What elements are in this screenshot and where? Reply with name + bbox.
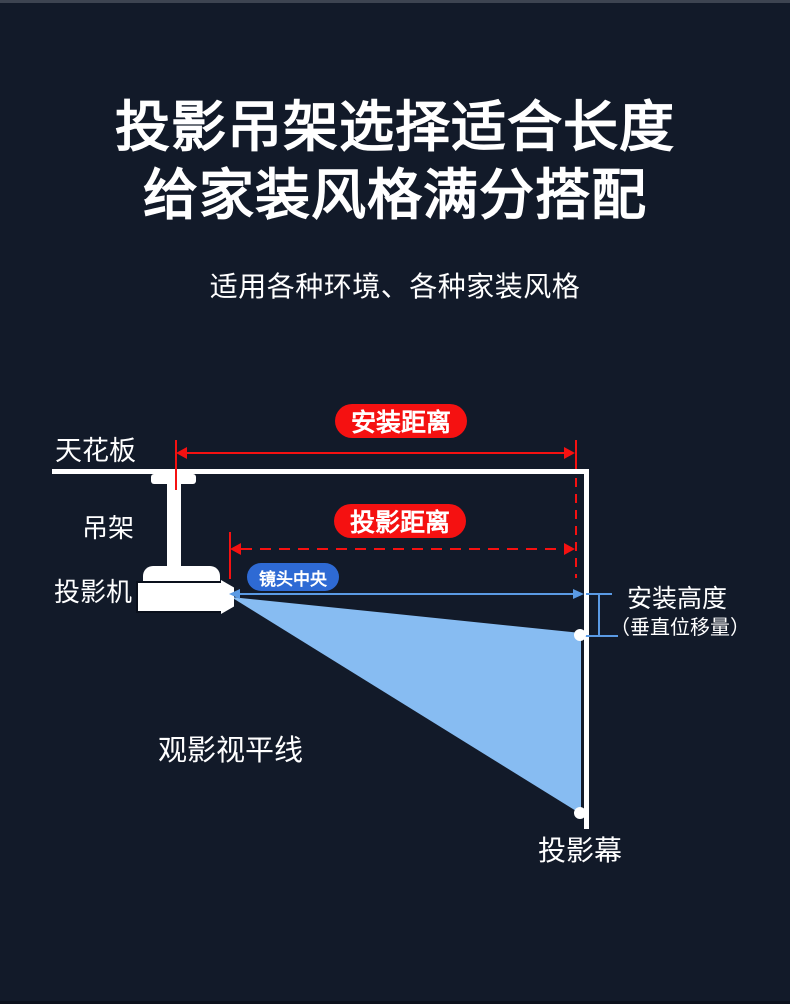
install-height-label: 安装高度 — [627, 585, 728, 613]
measure-tick-left — [175, 440, 177, 490]
projector-label: 投影机 — [54, 577, 133, 607]
screen-reference-dashed-line — [575, 478, 577, 578]
bracket-label: 吊架 — [82, 513, 135, 543]
projection-beam — [231, 597, 581, 814]
projection-distance-dashed-line — [241, 548, 564, 550]
bottom-edge-strip — [0, 1001, 790, 1004]
projection-screen-label: 投影幕 — [538, 835, 623, 866]
install-distance-line — [186, 452, 564, 454]
eye-level-label: 观影视平线 — [158, 735, 304, 767]
bracket-cap-bottom — [585, 635, 618, 637]
page-title-line-1: 投影吊架选择适合长度 — [114, 96, 675, 158]
install-distance-badge: 安装距离 — [335, 404, 468, 438]
vertical-offset-label: （垂直位移量） — [610, 617, 750, 639]
lens-reference-tick — [229, 532, 231, 579]
arrowhead-right-icon — [564, 447, 575, 459]
measure-tick-right — [575, 440, 577, 469]
screen-top-dot — [574, 629, 586, 641]
arrowhead-left-icon — [176, 447, 187, 459]
screen-bottom-dot — [574, 807, 586, 819]
arrowhead-right-icon — [564, 543, 575, 555]
projector-lens — [221, 580, 234, 614]
page-subtitle: 适用各种环境、各种家装风格 — [209, 271, 581, 302]
page-title-line-2: 给家装风格满分搭配 — [142, 164, 647, 226]
lens-center-line — [239, 593, 574, 595]
arrowhead-left-icon — [229, 589, 240, 599]
hanging-bracket-pole — [167, 483, 181, 568]
top-edge-strip — [0, 0, 790, 3]
arrowhead-right-icon — [573, 589, 584, 599]
ceiling-mount-plate — [151, 474, 196, 484]
lens-center-badge: 镜头中央 — [247, 563, 339, 591]
bracket-cap-top — [586, 593, 612, 595]
projector-top — [143, 566, 220, 583]
install-height-bracket — [598, 594, 600, 637]
projector-body — [136, 581, 223, 613]
projection-screen-line — [584, 469, 589, 829]
projection-distance-badge: 投影距离 — [334, 504, 467, 538]
arrowhead-left-icon — [230, 543, 241, 555]
ceiling-line — [52, 469, 589, 474]
ceiling-label: 天花板 — [55, 436, 136, 466]
